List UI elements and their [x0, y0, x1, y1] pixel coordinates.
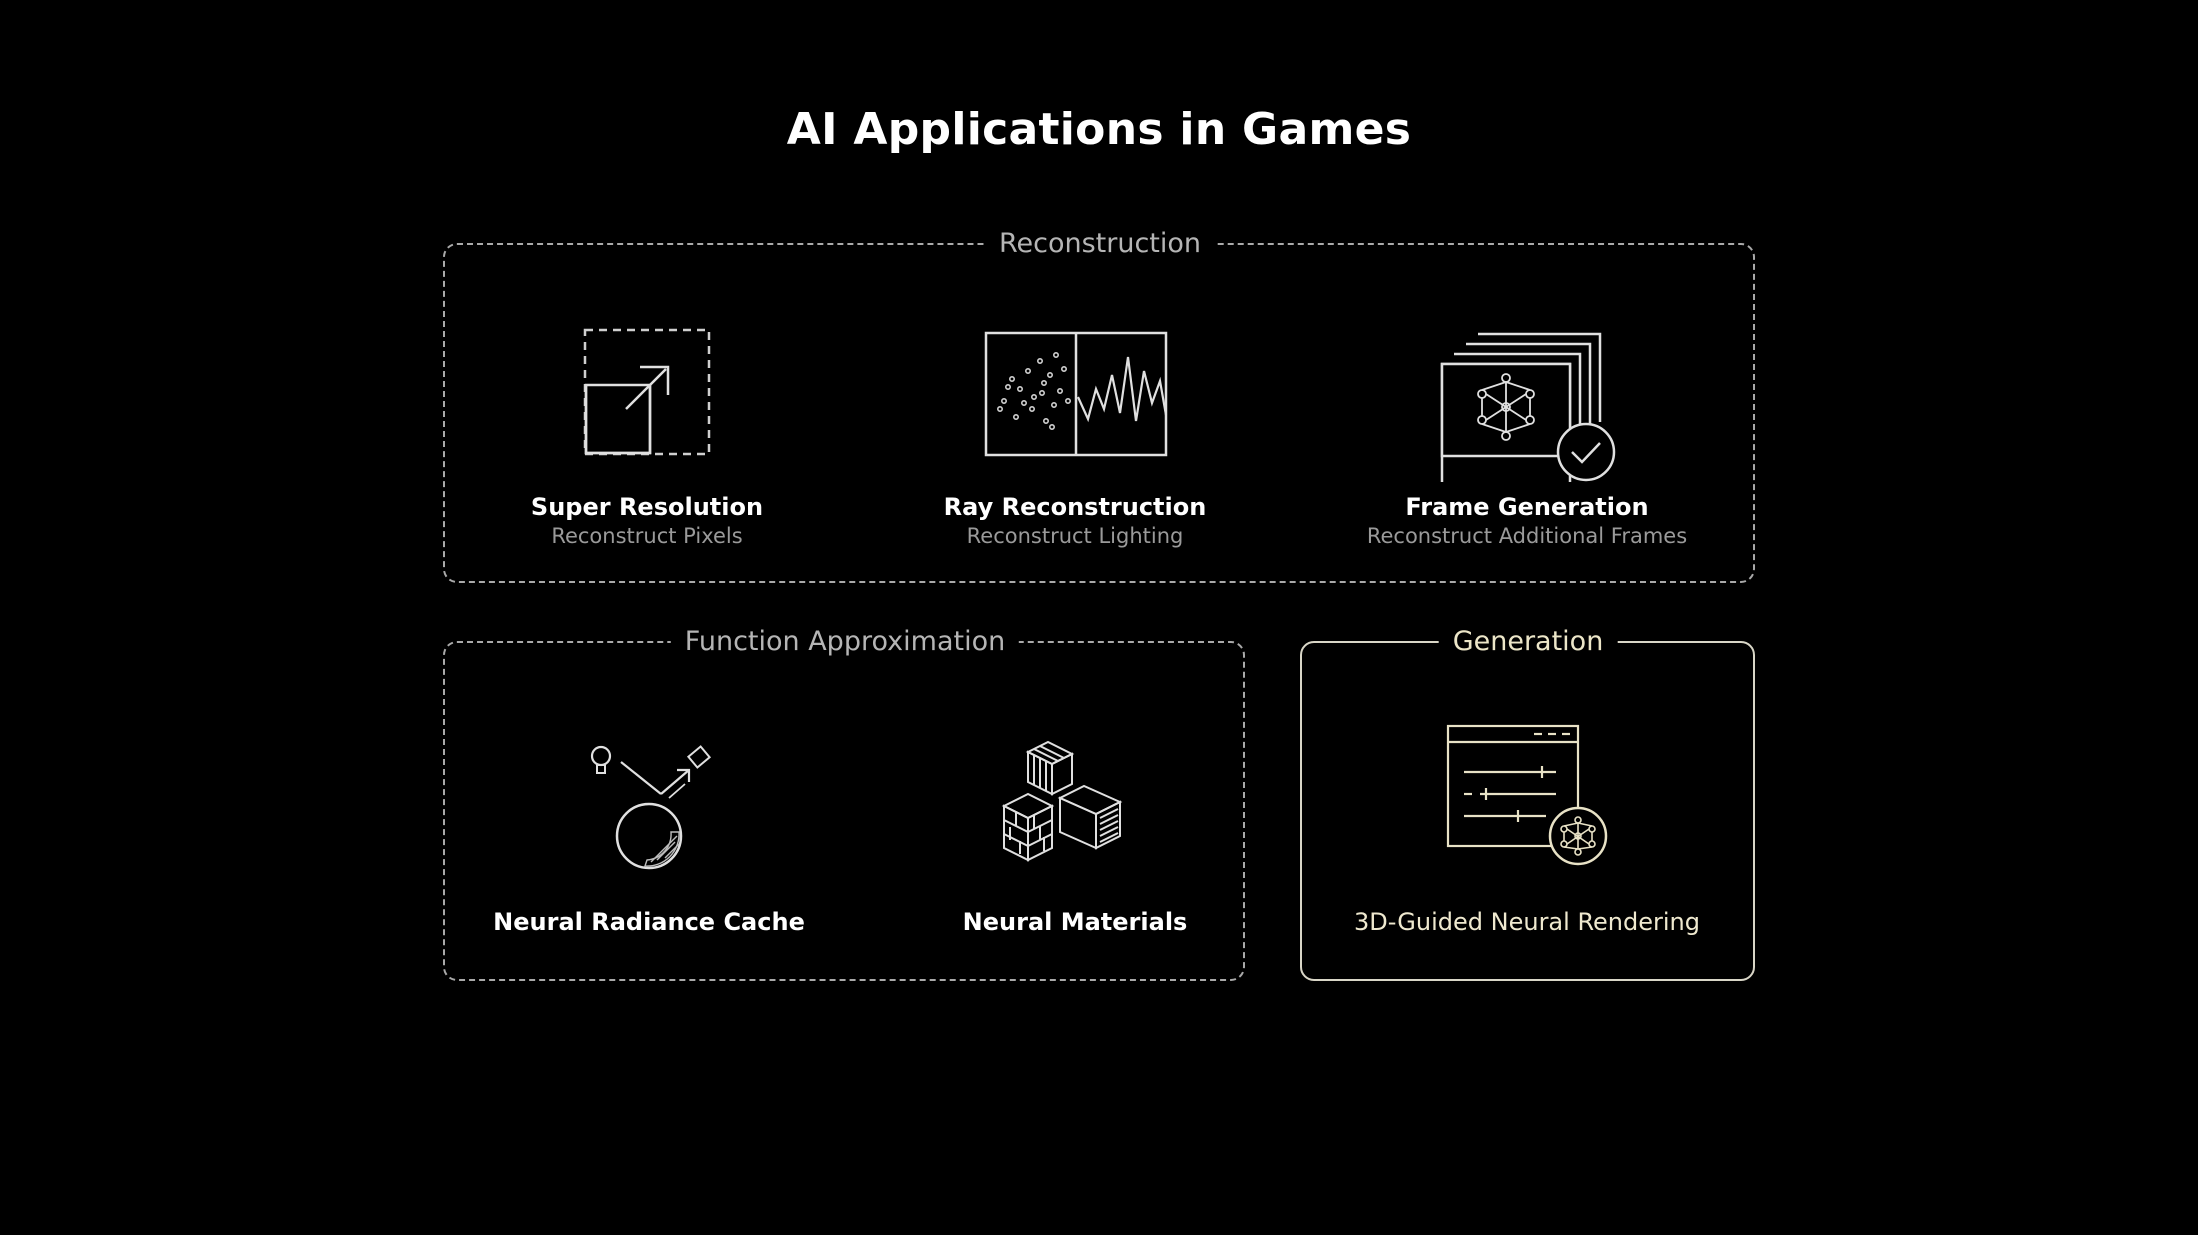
neural-rendering-title: 3D-Guided Neural Rendering	[1354, 908, 1700, 936]
light-bounce-sphere-icon	[590, 745, 712, 870]
ray-reconstruction-item: Ray Reconstruction Reconstruct Lighting	[944, 492, 1207, 550]
super-resolution-title: Super Resolution	[530, 493, 764, 521]
ray-reconstruction-title: Ray Reconstruction	[943, 493, 1207, 521]
neural-materials-item: Neural Materials	[963, 907, 1188, 937]
super-resolution-item: Super Resolution Reconstruct Pixels	[531, 492, 763, 550]
neural-rendering-item: 3D-Guided Neural Rendering	[1354, 907, 1700, 937]
upscale-arrow-icon	[583, 328, 711, 456]
material-cubes-icon	[1001, 740, 1123, 862]
page-title: AI Applications in Games	[786, 104, 1412, 155]
reconstruction-label: Reconstruction	[984, 227, 1216, 261]
ray-reconstruction-subtitle: Reconstruct Lighting	[966, 524, 1184, 548]
frame-generation-title: Frame Generation	[1405, 493, 1649, 521]
function-approximation-group: Function Approximation	[443, 625, 1245, 981]
reconstruction-group: Reconstruction	[443, 227, 1755, 583]
frame-generation-subtitle: Reconstruct Additional Frames	[1366, 524, 1688, 548]
frame-generation-item: Frame Generation Reconstruct Additional …	[1367, 492, 1687, 550]
generation-group: Generation	[1300, 625, 1755, 981]
noise-to-signal-icon	[984, 331, 1168, 457]
neural-radiance-cache-title: Neural Radiance Cache	[493, 908, 805, 936]
neural-materials-title: Neural Materials	[962, 908, 1188, 936]
generation-label: Generation	[1438, 625, 1618, 659]
stacked-frames-check-icon	[1440, 332, 1616, 482]
neural-radiance-cache-item: Neural Radiance Cache	[493, 907, 805, 937]
super-resolution-subtitle: Reconstruct Pixels	[551, 524, 743, 548]
function-approximation-label: Function Approximation	[670, 625, 1020, 659]
settings-window-network-icon	[1446, 724, 1608, 866]
